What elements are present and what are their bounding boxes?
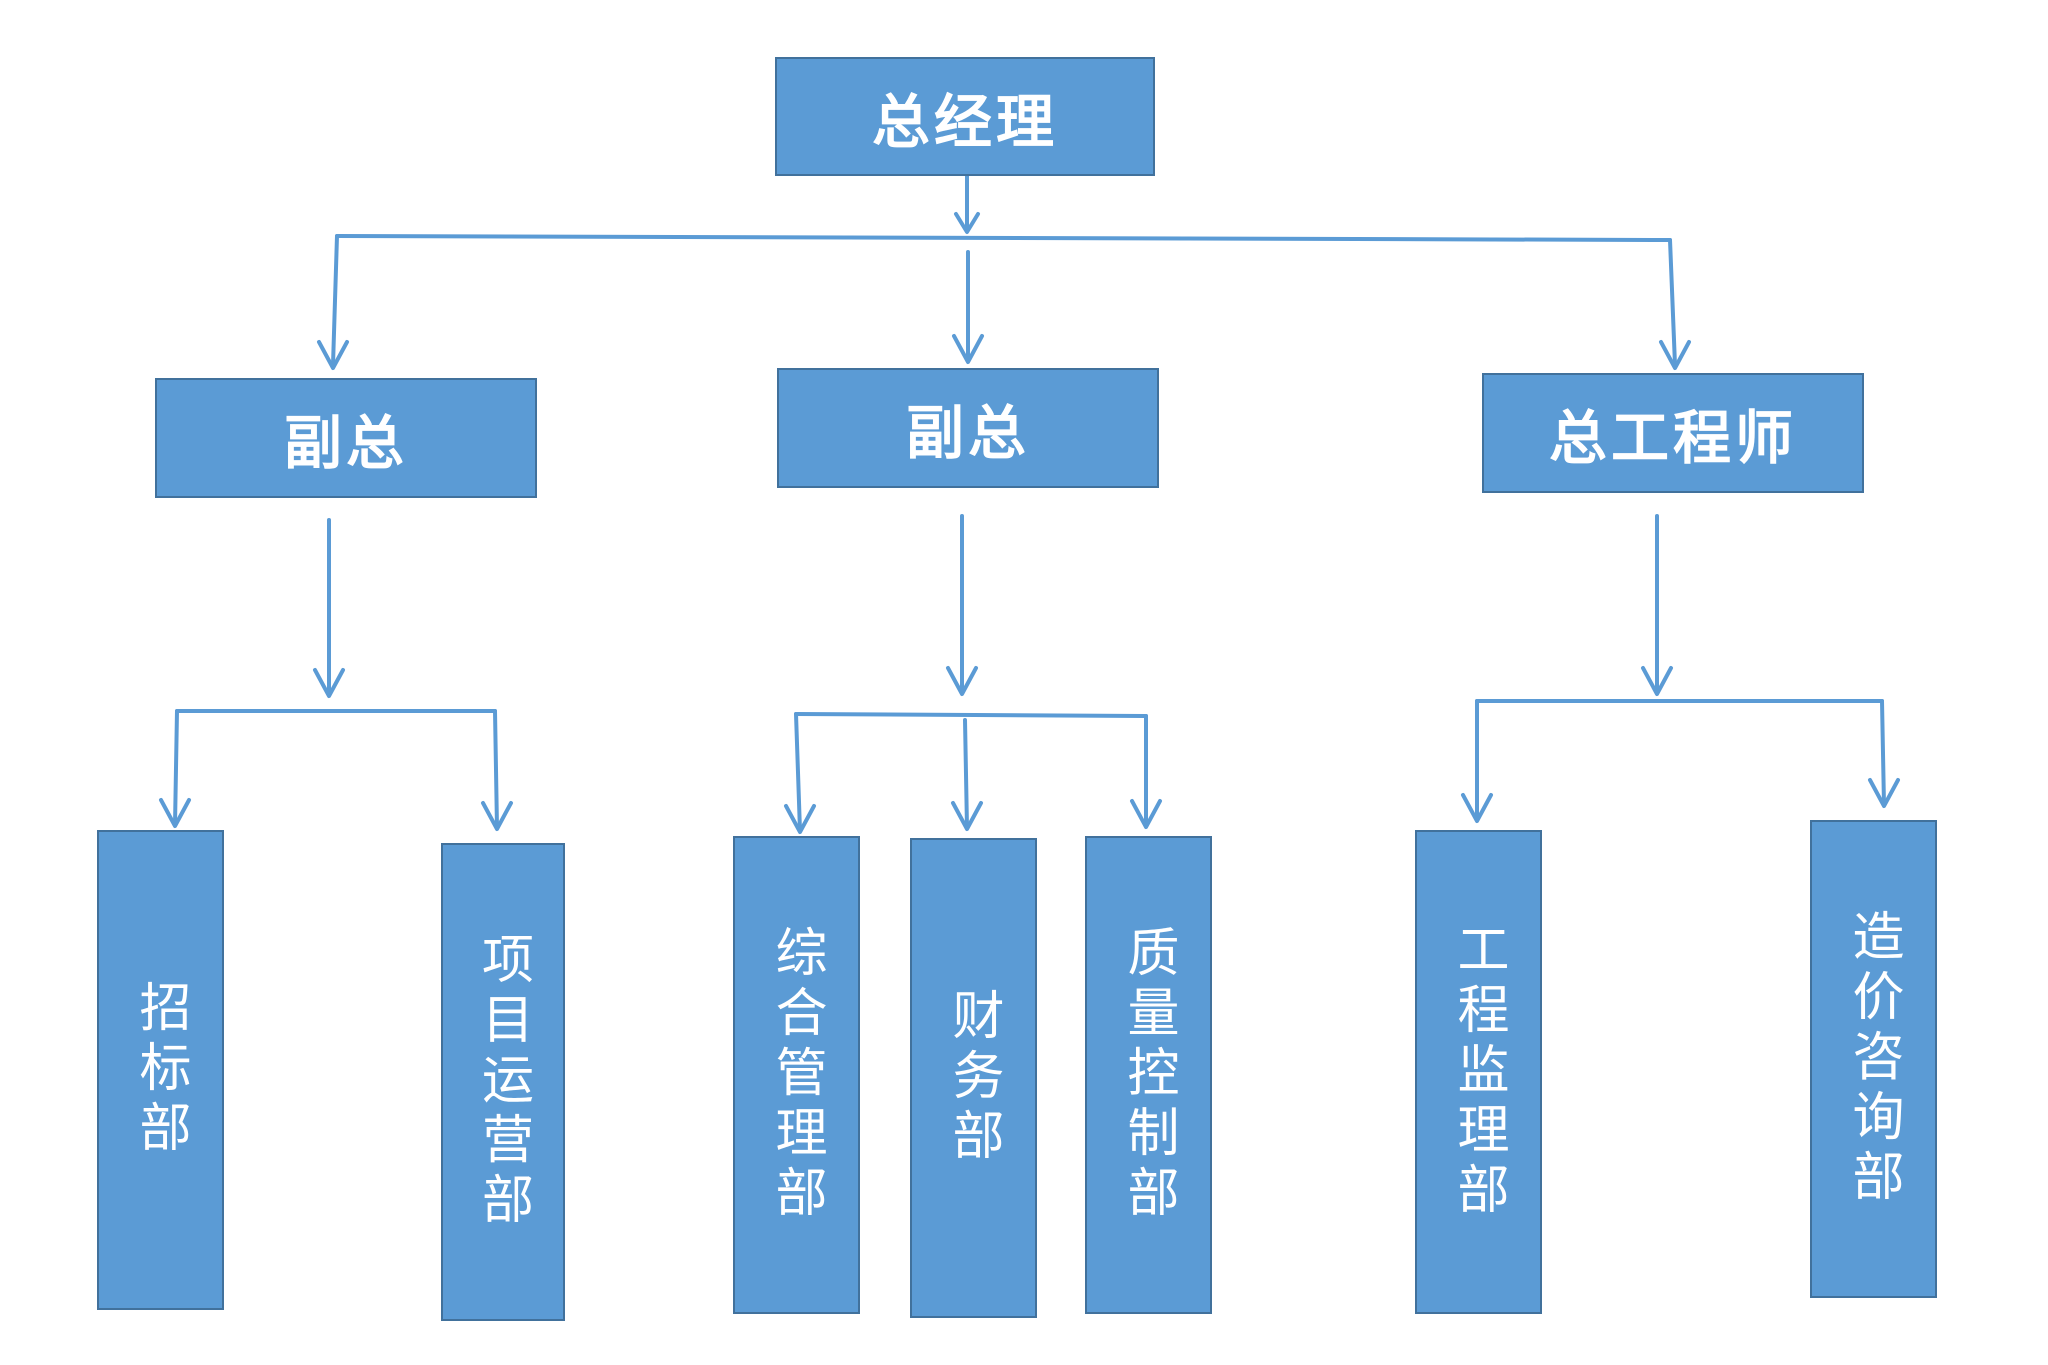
connector-to-bidding xyxy=(173,709,179,827)
connector-to-project-ops xyxy=(493,709,499,830)
node-project-ops-dept-label: 项目运营部 xyxy=(472,932,533,1232)
node-vice-president-mid: 副总 xyxy=(777,368,1159,488)
node-finance-dept: 财务部 xyxy=(910,838,1037,1318)
connector-to-chief-engineer xyxy=(1668,238,1677,367)
arrowhead-vp-left xyxy=(317,340,349,370)
connector-to-vp-left xyxy=(331,234,339,367)
node-project-ops-dept: 项目运营部 xyxy=(441,843,565,1321)
arrowhead-quality xyxy=(1130,799,1162,829)
node-vice-president-mid-label: 副总 xyxy=(905,399,1030,467)
connector-to-general-mgmt xyxy=(794,712,802,833)
node-vice-president-left: 副总 xyxy=(155,378,537,498)
node-quality-control-dept: 质量控制部 xyxy=(1085,836,1212,1314)
arrowhead-supervision xyxy=(1461,793,1493,823)
node-general-mgmt-dept-label: 综合管理部 xyxy=(766,925,826,1225)
node-bidding-dept: 招标部 xyxy=(97,830,224,1310)
node-vice-president-left-label: 副总 xyxy=(283,409,408,477)
arrowhead-chief-engineer xyxy=(1659,340,1691,370)
arrowhead-finance xyxy=(951,801,983,831)
connector-to-cost-consulting xyxy=(1880,699,1886,807)
node-quality-control-dept-label: 质量控制部 xyxy=(1118,925,1178,1225)
node-supervision-dept: 工程监理部 xyxy=(1415,830,1542,1314)
node-general-manager-label: 总经理 xyxy=(871,87,1058,156)
connector-level2-bus xyxy=(335,234,1672,242)
node-general-mgmt-dept: 综合管理部 xyxy=(733,836,860,1314)
node-cost-consulting-dept: 造价咨询部 xyxy=(1810,820,1937,1298)
node-chief-engineer-label: 总工程师 xyxy=(1548,404,1797,472)
arrowhead-vp-left-stem xyxy=(313,668,345,698)
arrowhead-project-ops xyxy=(481,801,513,831)
arrowhead-top-stem xyxy=(954,212,980,234)
connector-vp-mid-bus xyxy=(794,712,1148,718)
arrowhead-bidding xyxy=(159,798,191,828)
node-finance-dept-label: 财务部 xyxy=(943,988,1003,1168)
arrowhead-general-mgmt xyxy=(784,804,816,834)
node-bidding-dept-label: 招标部 xyxy=(130,980,190,1160)
node-cost-consulting-dept-label: 造价咨询部 xyxy=(1843,909,1903,1209)
connector-to-finance xyxy=(963,718,969,830)
arrowhead-cost-consulting xyxy=(1868,778,1900,808)
arrowhead-chief-engineer-stem xyxy=(1641,666,1673,696)
arrowhead-vp-mid-stem xyxy=(946,666,978,696)
node-chief-engineer: 总工程师 xyxy=(1482,373,1864,493)
arrowhead-vp-mid xyxy=(952,334,984,364)
node-supervision-dept-label: 工程监理部 xyxy=(1448,922,1508,1222)
node-general-manager: 总经理 xyxy=(775,57,1155,176)
